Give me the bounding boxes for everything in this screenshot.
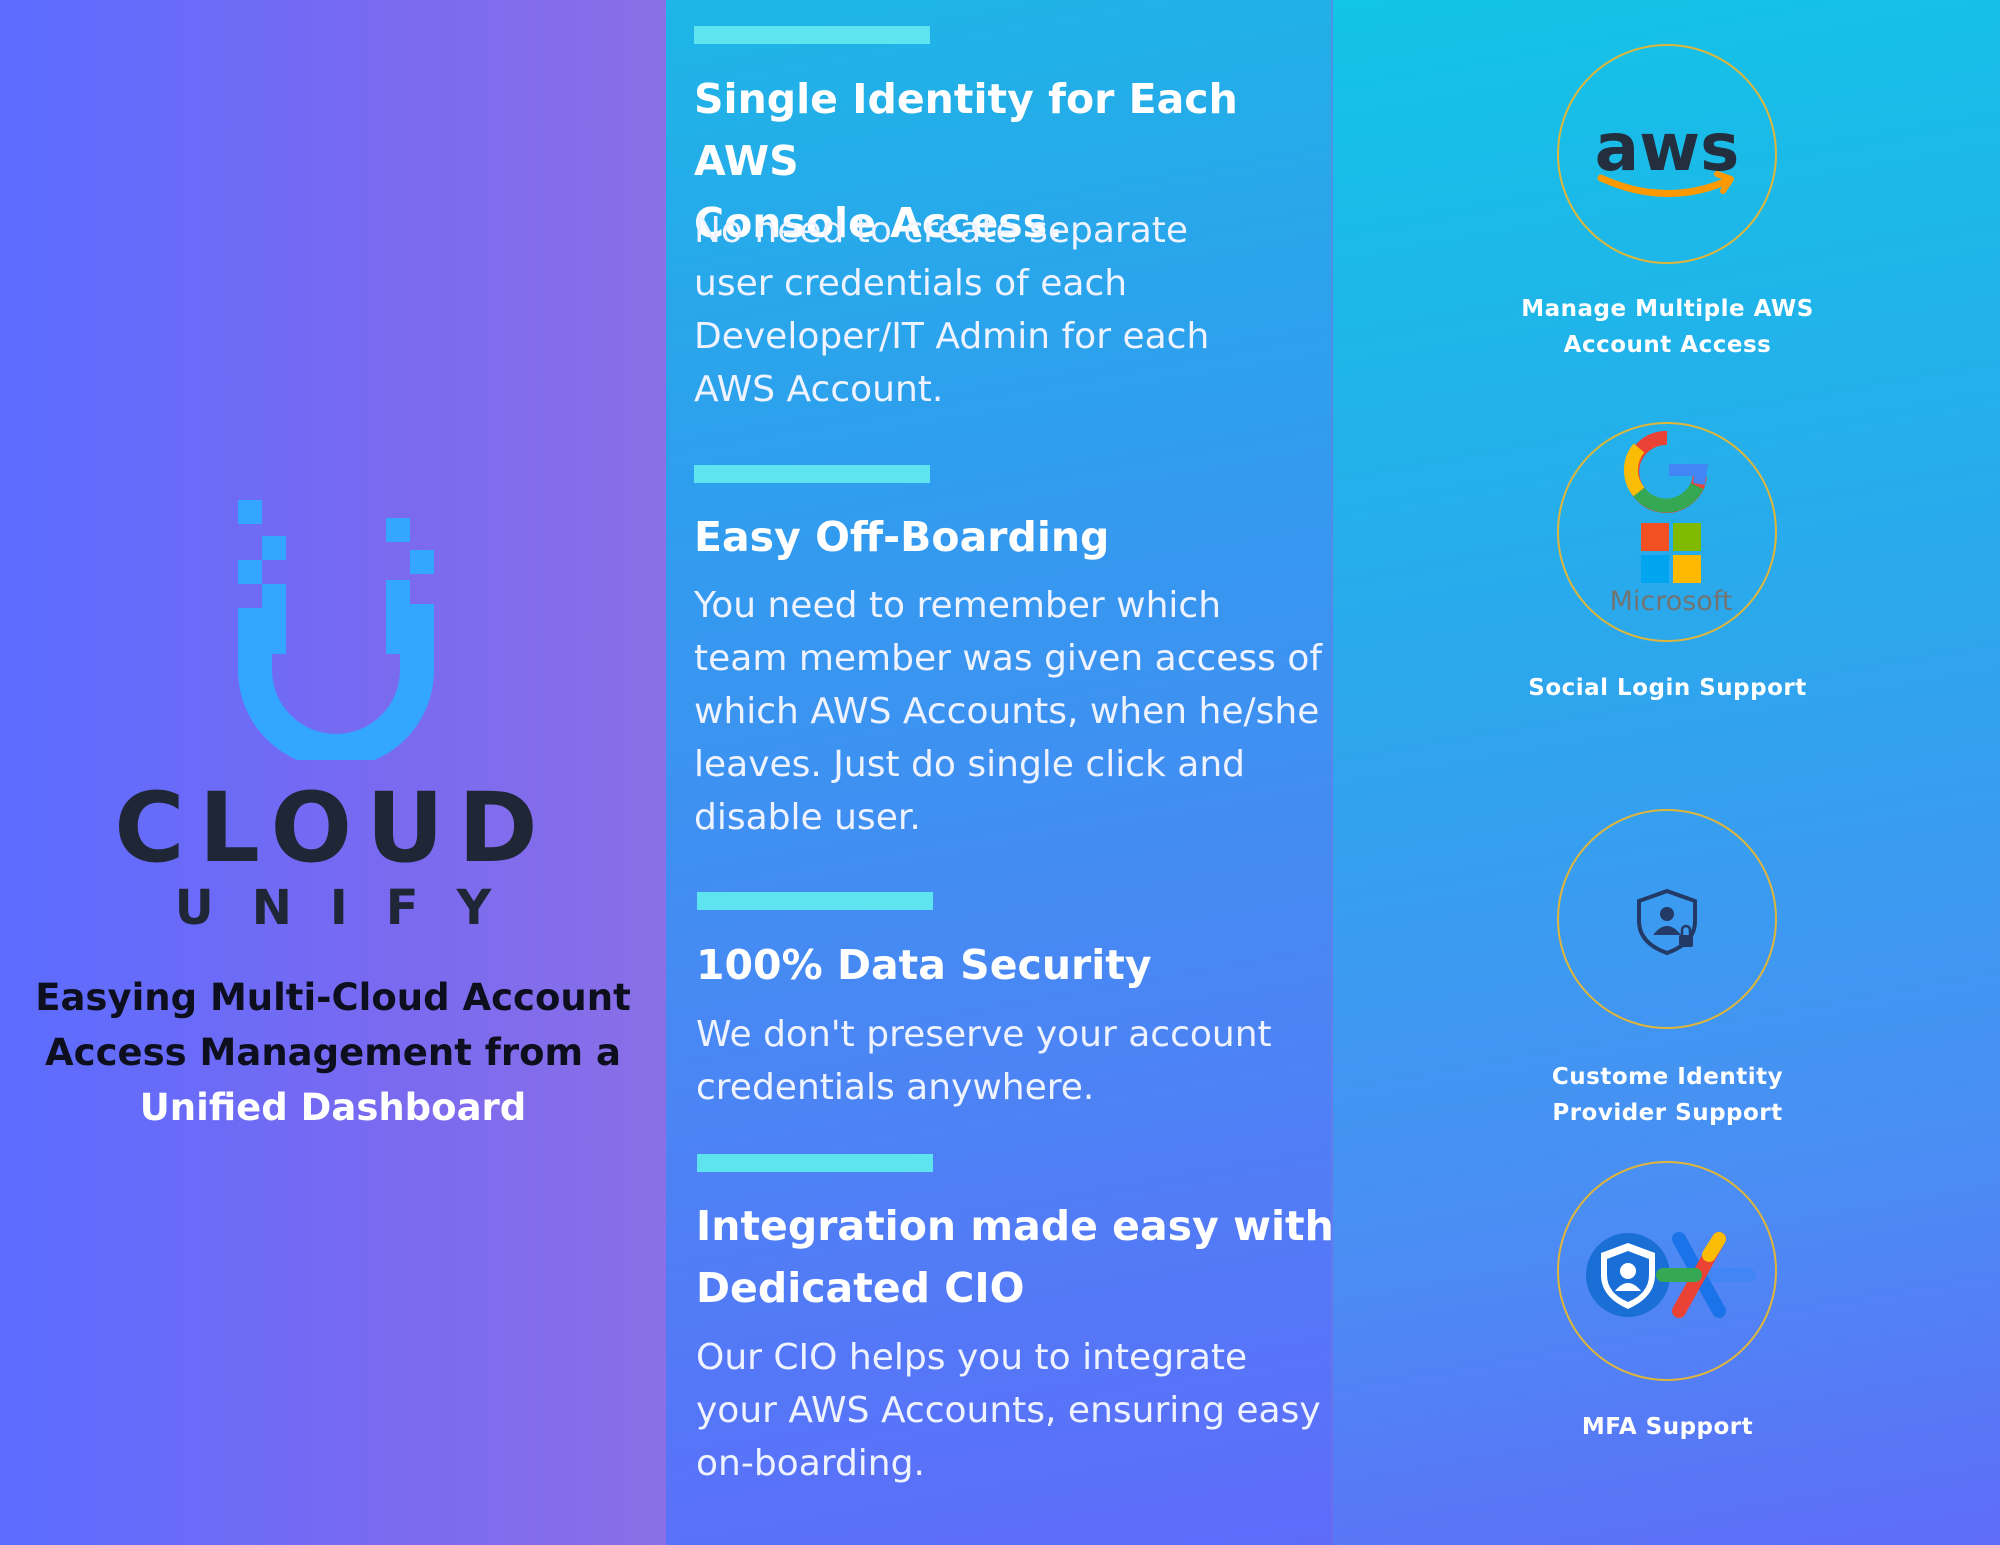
feature-title: Single Identity for Each AWS Console Acc… (694, 68, 1331, 254)
feature-title-line: Integration made easy with (696, 1202, 1331, 1250)
feature-body-line: which AWS Accounts, when he/she (694, 691, 1320, 732)
support-caption-line: Social Login Support (1528, 675, 1807, 701)
feature-body: Our CIO helps you to integrate your AWS … (696, 1331, 1321, 1490)
support-caption-line: Manage Multiple AWS (1521, 296, 1814, 322)
feature-title: Easy Off-Boarding (694, 506, 1331, 568)
feature-body-line: your AWS Accounts, ensuring easy (696, 1390, 1321, 1431)
feature-body-line: credentials anywhere. (696, 1067, 1095, 1108)
features-panel: Single Identity for Each AWS Console Acc… (666, 0, 1331, 1545)
support-caption-line: Custome Identity (1551, 1064, 1784, 1090)
feature-body: No need to create separate user credenti… (694, 204, 1209, 416)
section-divider-bar (697, 1154, 933, 1172)
support-caption: Custome Identity Provider Support (1333, 1059, 2000, 1131)
microsoft-logo-text: Microsoft (1610, 586, 1733, 617)
tagline-line: Easying Multi-Cloud Account (35, 976, 631, 1019)
feature-body: You need to remember which team member w… (694, 579, 1322, 844)
feature-title-line: Dedicated CIO (696, 1264, 1025, 1312)
support-caption: MFA Support (1333, 1409, 2000, 1445)
brand-panel: CLOUD UNIFY Easying Multi-Cloud Account … (0, 0, 666, 1545)
cloud-unify-logo-icon (238, 500, 434, 760)
feature-body: We don't preserve your account credentia… (696, 1008, 1272, 1114)
feature-title: 100% Data Security (696, 934, 1331, 996)
feature-title-line: Easy Off-Boarding (694, 513, 1110, 561)
feature-title: Integration made easy with Dedicated CIO (696, 1195, 1331, 1319)
section-divider-bar (697, 892, 933, 910)
google-g-icon (1623, 430, 1708, 513)
support-caption-line: Provider Support (1552, 1100, 1783, 1126)
feature-title-line: Single Identity for Each AWS (694, 75, 1238, 185)
support-caption-line: MFA Support (1581, 1414, 1754, 1440)
google-authenticator-icon (1656, 1232, 1756, 1318)
tagline: Easying Multi-Cloud Account Access Manag… (30, 970, 636, 1135)
feature-title-line: 100% Data Security (696, 941, 1152, 989)
brand-subname: UNIFY (174, 880, 530, 936)
feature-body-line: disable user. (694, 797, 921, 838)
feature-body-line: Developer/IT Admin for each (694, 316, 1210, 357)
microsoft-authenticator-icon (1586, 1233, 1670, 1317)
feature-body-line: user credentials of each (694, 263, 1128, 304)
identity-shield-icon (1557, 809, 1777, 1029)
support-caption: Manage Multiple AWS Account Access (1333, 291, 2000, 363)
support-panel: aws Manage Multiple AWS Account Access M… (1331, 0, 2000, 1545)
section-divider-bar (694, 26, 930, 44)
brand-name: CLOUD (114, 772, 552, 884)
tagline-line: Unified Dashboard (139, 1086, 527, 1129)
microsoft-logo-icon: Microsoft (1610, 523, 1733, 617)
feature-body-line: Our CIO helps you to integrate (696, 1337, 1248, 1378)
aws-logo-icon: aws (1557, 44, 1777, 264)
feature-body-line: leaves. Just do single click and (694, 744, 1246, 785)
feature-body-line: No need to create separate (694, 210, 1189, 251)
feature-title-line: Console Access. (694, 199, 1063, 247)
feature-body-line: We don't preserve your account (696, 1014, 1272, 1055)
section-divider-bar (694, 465, 930, 483)
authenticator-icon (1557, 1161, 1777, 1381)
feature-body-line: AWS Account. (694, 369, 944, 410)
support-caption-line: Account Access (1563, 332, 1772, 358)
feature-body-line: You need to remember which (694, 585, 1222, 626)
support-caption: Social Login Support (1333, 670, 2000, 706)
feature-body-line: on-boarding. (696, 1443, 925, 1484)
tagline-line: Access Management from a (45, 1031, 621, 1074)
feature-body-line: team member was given access of (694, 638, 1323, 679)
google-microsoft-icon: Microsoft (1557, 422, 1777, 642)
